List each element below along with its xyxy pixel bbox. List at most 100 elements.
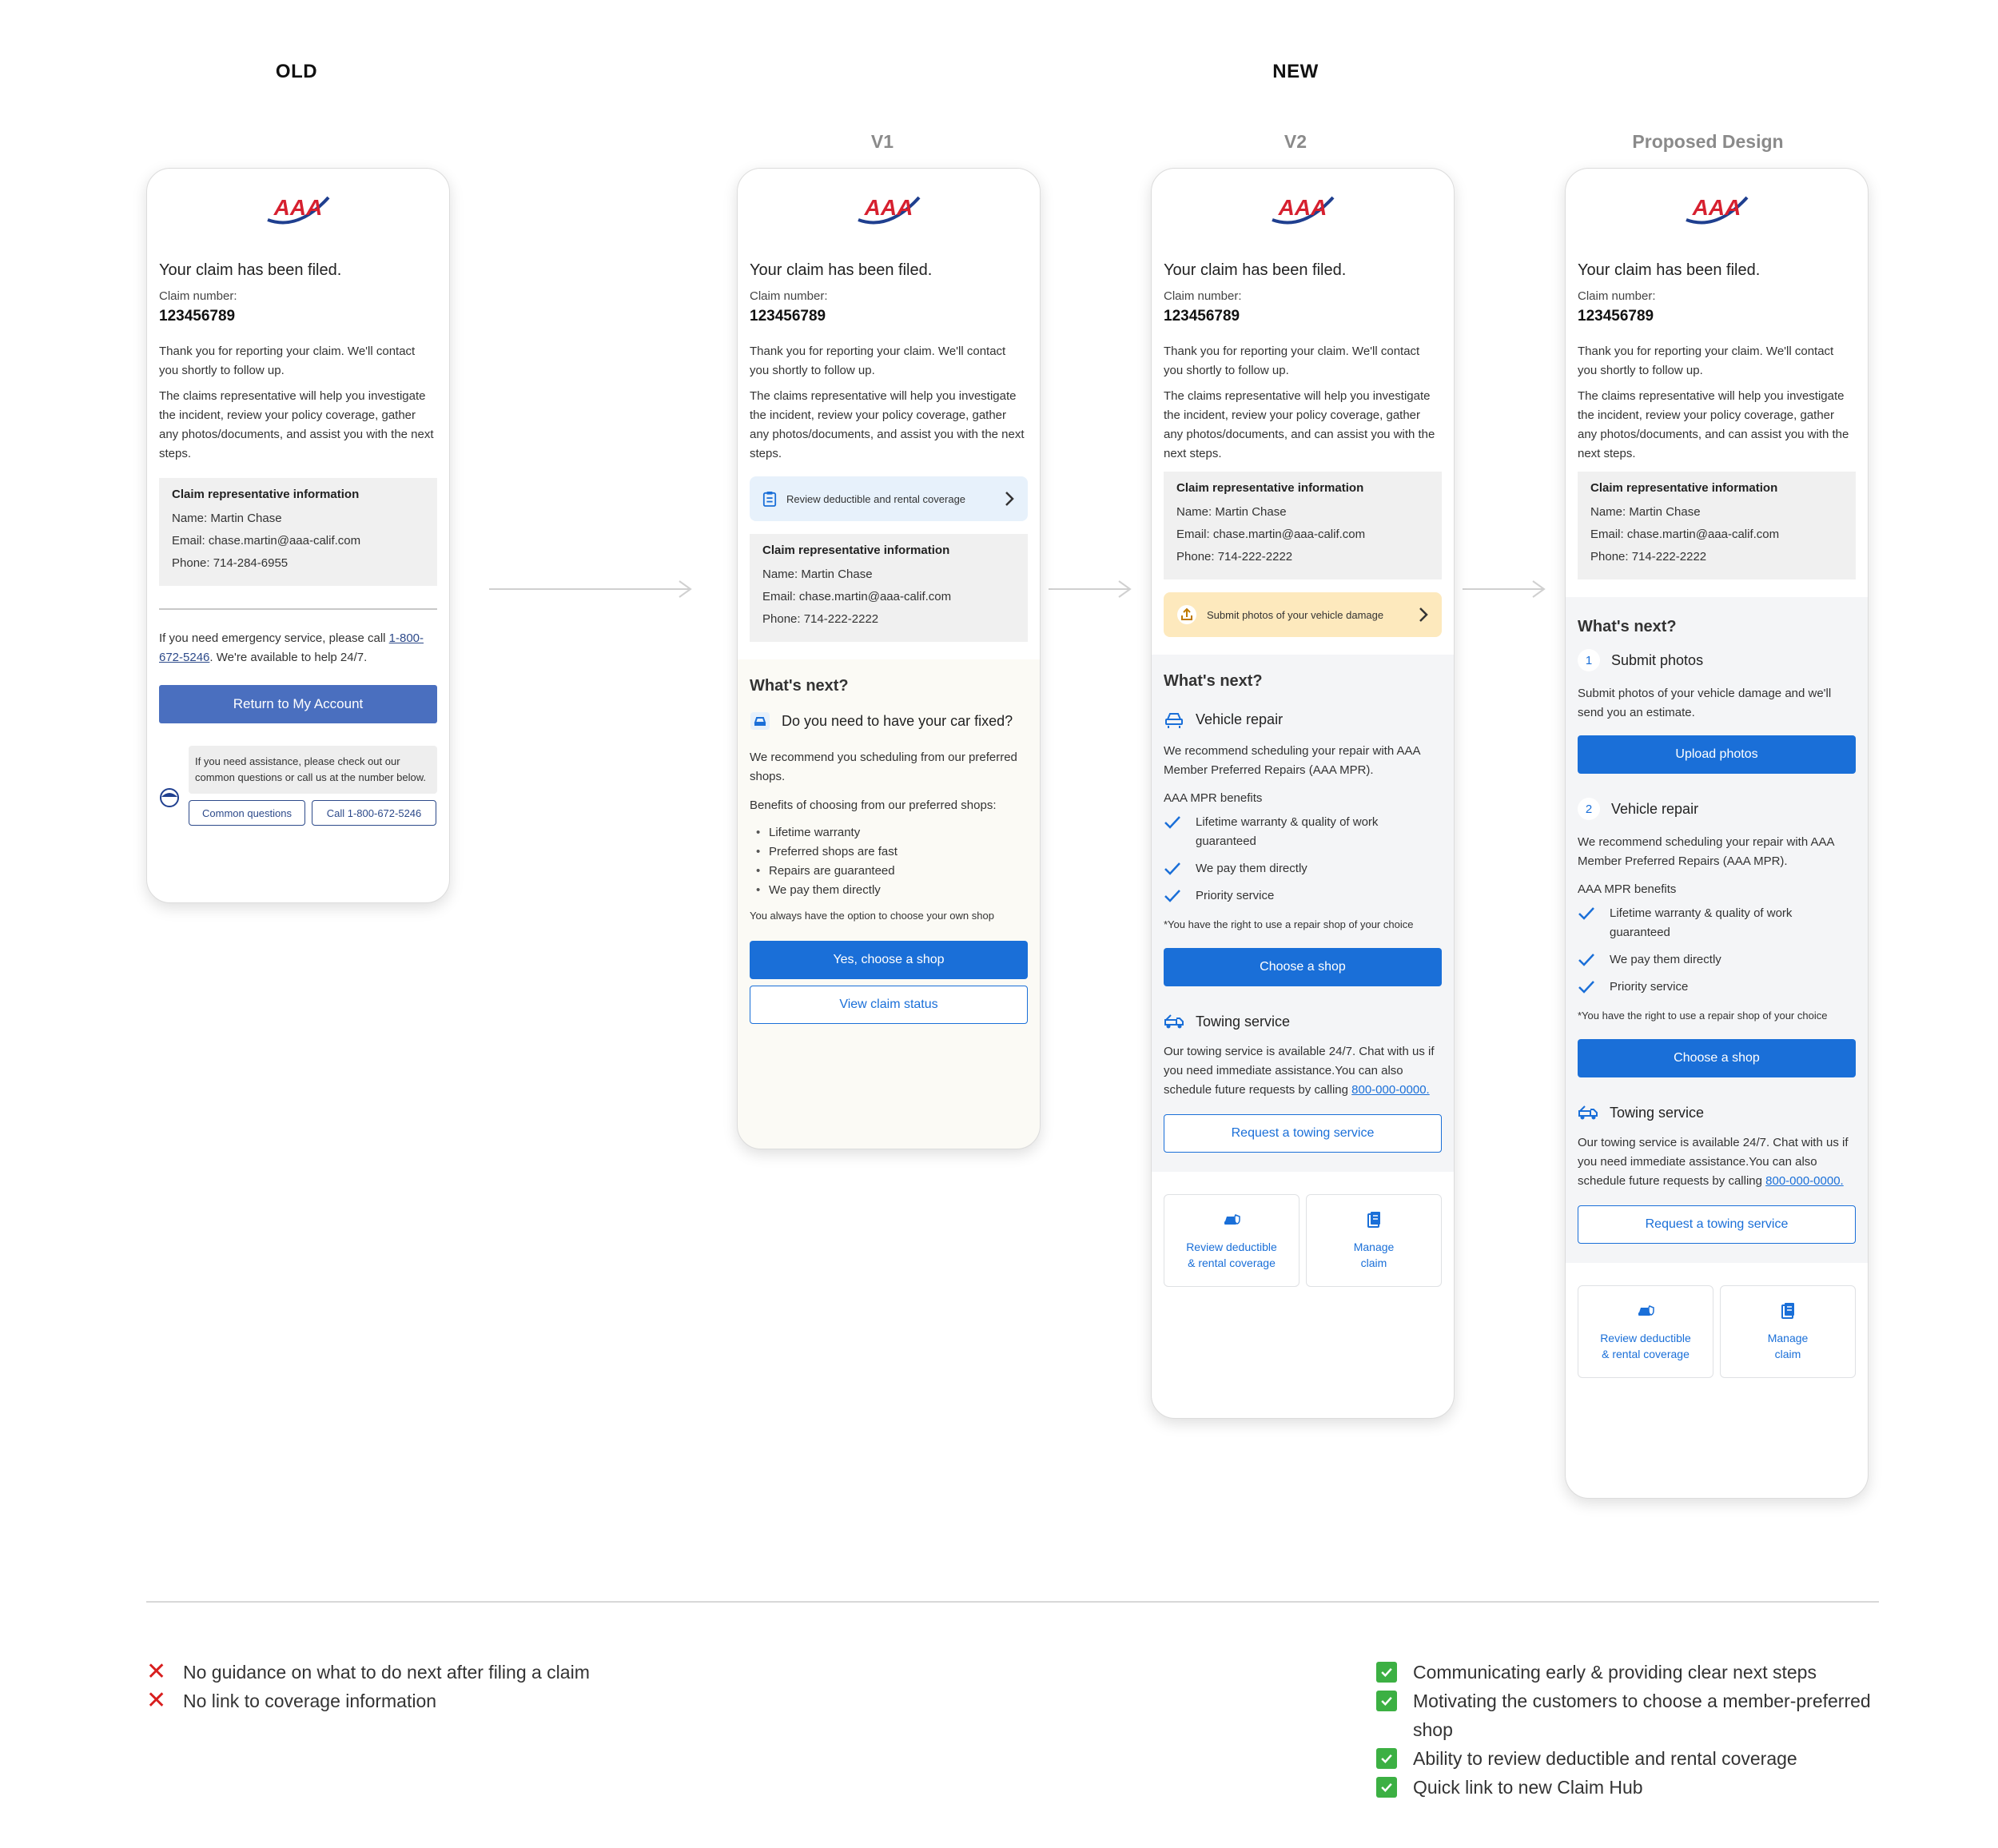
aaa-logo-icon: AAA (1686, 195, 1749, 225)
checkmark-icon (1164, 816, 1180, 829)
claim-filed-heading: Your claim has been filed. (1164, 261, 1347, 279)
rep-name: Name: Martin Chase (1176, 505, 1287, 519)
common-questions-button[interactable]: Common questions (189, 800, 305, 826)
car-shield-icon (1224, 1214, 1240, 1225)
choose-shop-button[interactable]: Choose a shop (1164, 948, 1442, 986)
step-number: 2 (1578, 798, 1600, 820)
review-coverage-banner[interactable]: Review deductible and rental coverage (750, 476, 1028, 521)
rep-info-box: Claim representative information Name: M… (159, 478, 437, 586)
pro-text: Ability to review deductible and rental … (1413, 1748, 1797, 1769)
benefit-text: Priority service (1610, 980, 1689, 994)
checkmark-icon (1578, 954, 1594, 966)
checkmark-icon (1164, 890, 1180, 902)
divider (159, 608, 437, 610)
rep-email: Email: chase.martin@aaa-calif.com (1176, 528, 1366, 541)
whats-next-section: What's next? 1 Submit photos Submit phot… (1566, 597, 1868, 1263)
cross-icon: ✕ (146, 1659, 167, 1685)
step1-text: Submit photos of your vehicle damage and… (1578, 687, 1832, 719)
claim-number: 123456789 (1578, 308, 1654, 325)
choose-shop-button[interactable]: Yes, choose a shop (750, 941, 1028, 979)
tow-truck-icon (1164, 1014, 1184, 1029)
view-claim-status-button[interactable]: View claim status (750, 986, 1028, 1024)
claim-number-label: Claim number: (1578, 289, 1656, 303)
vehicle-repair-title: Vehicle repair (1196, 711, 1284, 727)
list-item: We pay them directly (750, 881, 1028, 900)
own-shop-note: You always have the option to choose you… (750, 910, 994, 922)
thanks-text: Thank you for reporting your claim. We'l… (159, 345, 416, 377)
right-note: *You have the right to use a repair shop… (1164, 918, 1414, 930)
return-to-account-button[interactable]: Return to My Account (159, 685, 437, 723)
emergency-post: . We're available to help 24/7. (209, 651, 368, 664)
list-item: We pay them directly (1578, 950, 1856, 970)
rep-name: Name: Martin Chase (1590, 505, 1701, 519)
rep-info-title: Claim representative information (1590, 481, 1778, 495)
call-button[interactable]: Call 1-800-672-5246 (312, 800, 436, 826)
rep-name: Name: Martin Chase (172, 512, 282, 525)
header-new: NEW (1272, 61, 1319, 82)
whats-next-title: What's next? (1164, 672, 1263, 690)
rep-name: Name: Martin Chase (762, 568, 873, 581)
list-item: Lifetime warranty & quality of work guar… (1164, 813, 1442, 851)
rep-phone: Phone: 714-284-6955 (172, 556, 289, 570)
pro-item: Ability to review deductible and rental … (1376, 1744, 1888, 1773)
pro-item: Communicating early & providing clear ne… (1376, 1658, 1888, 1687)
car-shield-icon (1638, 1305, 1654, 1316)
benefit-text: Priority service (1196, 889, 1275, 902)
label-v2: V2 (1284, 131, 1307, 152)
card-label: Review deductible & rental coverage (1600, 1332, 1691, 1360)
request-towing-button[interactable]: Request a towing service (1164, 1114, 1442, 1153)
recommend-text: We recommend scheduling your repair with… (1164, 744, 1420, 777)
rep-email: Email: chase.martin@aaa-calif.com (1590, 528, 1780, 541)
card-label: Review deductible & rental coverage (1186, 1241, 1277, 1269)
aaa-logo-icon: AAA (858, 195, 921, 225)
checkmark-icon (1578, 907, 1594, 920)
whats-next-title: What's next? (750, 677, 849, 695)
svg-text:AAA: AAA (1278, 195, 1327, 220)
chevron-right-icon (1005, 492, 1014, 506)
benefit-text: Lifetime warranty & quality of work guar… (1196, 815, 1379, 848)
claim-number-label: Claim number: (750, 289, 828, 303)
rep-info-title: Claim representative information (172, 488, 360, 501)
check-box-icon (1376, 1777, 1397, 1798)
phone-v2: AAA Your claim has been filed. Claim num… (1151, 168, 1455, 1419)
pro-text: Communicating early & providing clear ne… (1413, 1662, 1817, 1683)
emergency-phone-link[interactable]: 1-800-672-5246 (159, 631, 424, 664)
claim-number: 123456789 (750, 308, 826, 325)
list-item: Priority service (1578, 978, 1856, 997)
svg-text:AAA: AAA (864, 195, 913, 220)
chat-assist: If you need assistance, please check out… (159, 746, 437, 826)
manage-claim-card[interactable]: Manage claim (1720, 1285, 1856, 1378)
review-coverage-card[interactable]: Review deductible & rental coverage (1164, 1194, 1299, 1287)
emergency-pre: If you need emergency service, please ca… (159, 631, 389, 645)
upload-photos-button[interactable]: Upload photos (1578, 735, 1856, 774)
documents-icon (1367, 1212, 1380, 1228)
agent-avatar-icon (160, 788, 179, 807)
car-repair-icon (750, 712, 770, 730)
rep-help-text: The claims representative will help you … (1164, 389, 1435, 460)
claim-number: 123456789 (1164, 308, 1240, 325)
check-box-icon (1376, 1662, 1397, 1683)
towing-phone-link[interactable]: 800-000-0000. (1765, 1174, 1844, 1188)
manage-claim-card[interactable]: Manage claim (1306, 1194, 1442, 1287)
con-text: No guidance on what to do next after fil… (183, 1662, 590, 1683)
label-v1: V1 (870, 131, 894, 152)
con-text: No link to coverage information (183, 1691, 437, 1711)
request-towing-button[interactable]: Request a towing service (1578, 1205, 1856, 1244)
list-item: Preferred shops are fast (750, 842, 1028, 862)
submit-photos-banner[interactable]: Submit photos of your vehicle damage (1164, 592, 1442, 637)
review-coverage-card[interactable]: Review deductible & rental coverage (1578, 1285, 1713, 1378)
clipboard-icon (762, 492, 777, 507)
claim-filed-heading: Your claim has been filed. (750, 261, 933, 279)
towing-body: Our towing service is available 24/7. Ch… (1578, 1136, 1849, 1188)
svg-text:AAA: AAA (273, 195, 323, 220)
list-item: Priority service (1164, 886, 1442, 906)
choose-shop-button[interactable]: Choose a shop (1578, 1039, 1856, 1077)
documents-icon (1781, 1303, 1794, 1319)
rep-info-box: Claim representative information Name: M… (1578, 472, 1856, 579)
benefit-text: Lifetime warranty & quality of work guar… (1610, 906, 1793, 939)
towing-phone-link[interactable]: 800-000-0000. (1351, 1083, 1430, 1097)
rep-info-title: Claim representative information (1176, 481, 1364, 495)
thanks-text: Thank you for reporting your claim. We'l… (750, 345, 1006, 377)
rep-phone: Phone: 714-222-2222 (1176, 550, 1293, 564)
con-item: ✕ No guidance on what to do next after f… (146, 1658, 590, 1687)
